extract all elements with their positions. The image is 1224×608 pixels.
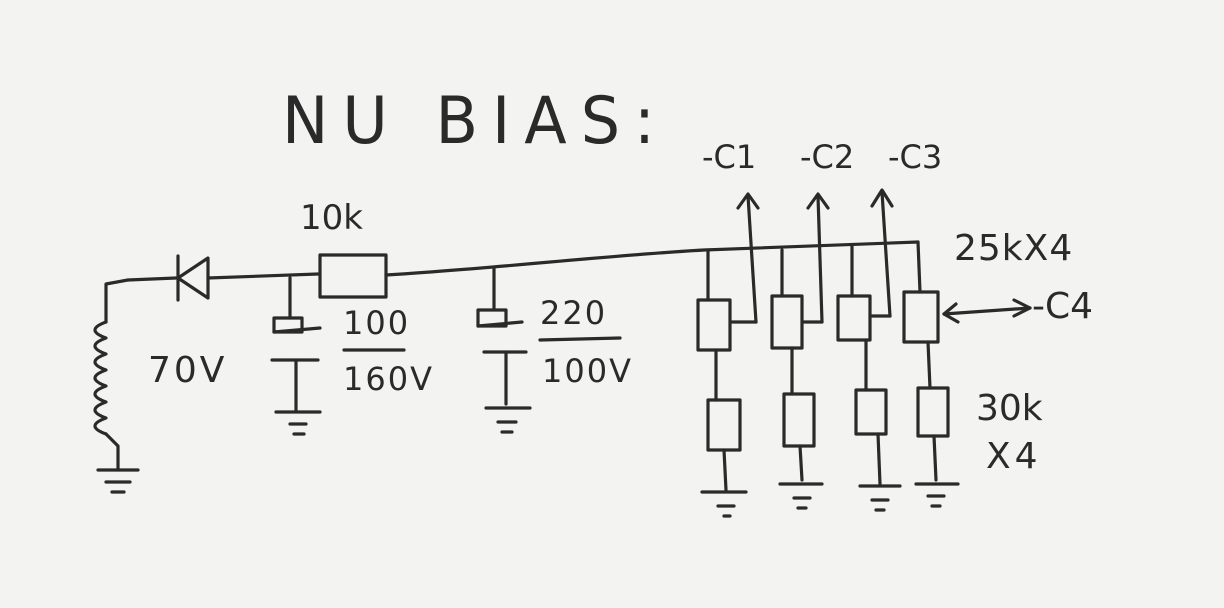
fixed-resistor-count-label: X4	[986, 436, 1042, 477]
ground-symbol-transformer	[96, 468, 140, 494]
pot-branch-2	[770, 192, 830, 510]
resistor-10k-label: 10k	[300, 198, 363, 238]
main-bias-rail	[384, 240, 920, 277]
filter-capacitor-100	[270, 276, 322, 412]
transformer-winding	[93, 278, 130, 472]
output-label-c4: -C4	[1032, 286, 1094, 327]
cap1-rating-label: 160V	[343, 360, 434, 398]
output-label-c3: -C3	[888, 138, 943, 176]
pot-branch-4	[902, 240, 1032, 508]
filter-capacitor-220	[476, 266, 528, 406]
pot-branch-3	[836, 188, 902, 512]
ground-symbol-cap2	[484, 406, 532, 434]
output-label-c2: -C2	[800, 138, 855, 176]
fixed-resistor-value-label: 30k	[976, 388, 1043, 429]
cap2-rating-label: 100V	[542, 352, 633, 390]
resistor-10k	[318, 253, 388, 299]
ground-symbol-cap1	[274, 410, 322, 436]
rating-divider-cap2	[538, 336, 622, 342]
output-label-c1: -C1	[702, 138, 757, 176]
pot-branch-1	[696, 192, 760, 518]
rectifier-diode	[126, 254, 320, 302]
cap2-value-label: 220	[540, 294, 608, 332]
cap1-value-label: 100	[343, 304, 411, 342]
transformer-voltage-label: 70V	[148, 350, 228, 391]
trim-pot-label: 25kX4	[954, 228, 1074, 269]
schematic-title: NU BIAS:	[282, 82, 669, 159]
